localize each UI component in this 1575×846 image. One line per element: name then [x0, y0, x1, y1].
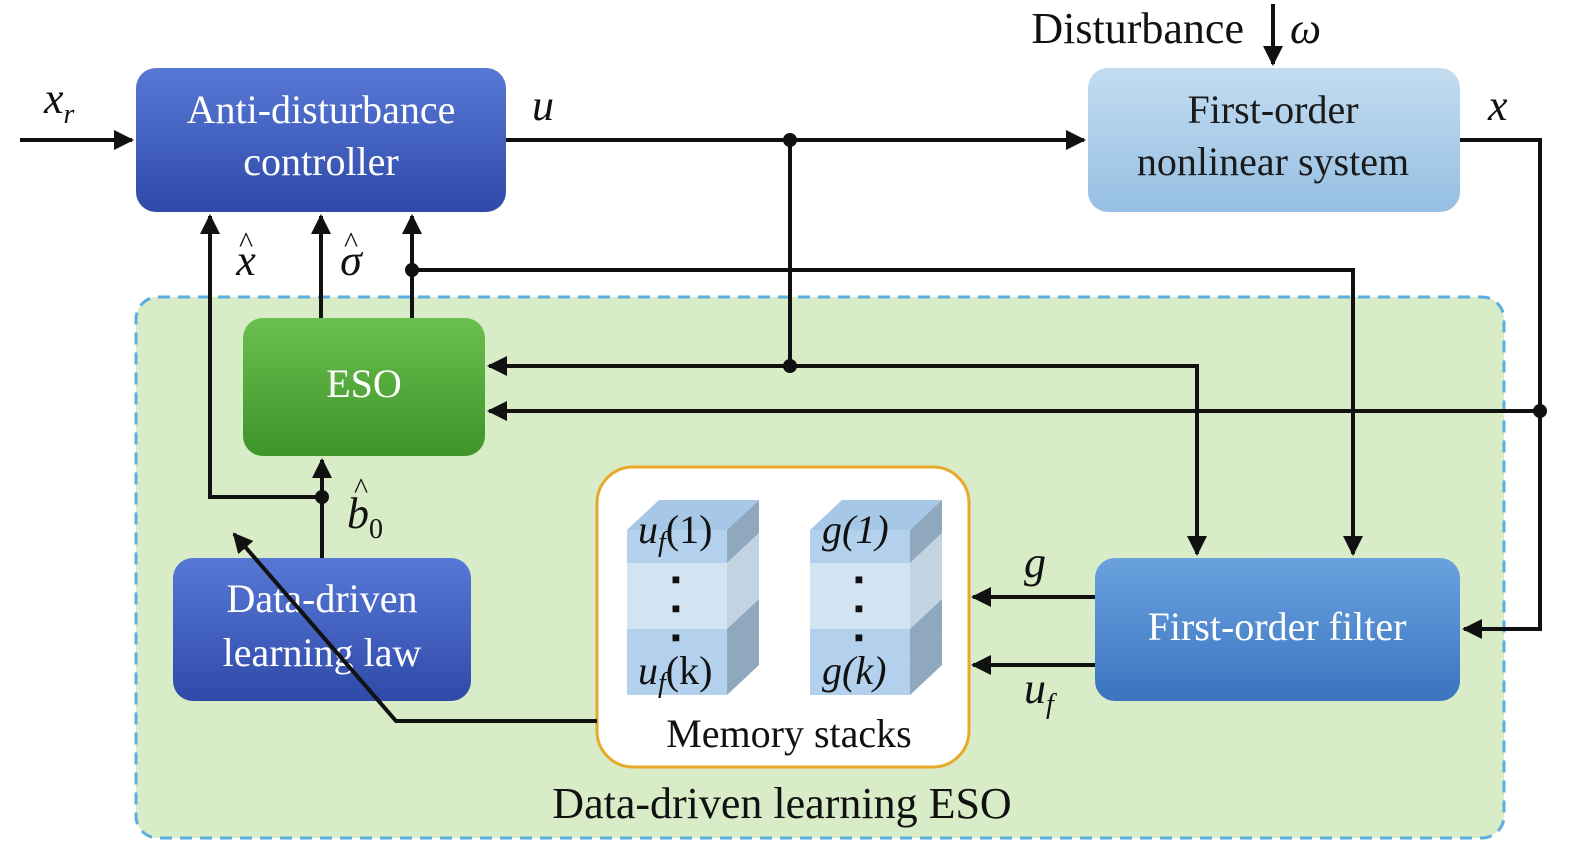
- filter-block[interactable]: [1095, 558, 1460, 701]
- wire-memory-to-law: [232, 532, 597, 723]
- wire-eso-to-filter: [412, 268, 1363, 556]
- junction-x: [1533, 404, 1547, 418]
- b0hat-label: b0: [347, 489, 383, 545]
- g-top-entry: g(1): [822, 507, 889, 552]
- g-label: g: [1024, 538, 1046, 587]
- filter-label: First-order filter: [1148, 604, 1407, 649]
- eso-label: ESO: [326, 361, 402, 406]
- region-title: Data-driven learning ESO: [552, 779, 1011, 828]
- junction-eso-filter: [405, 263, 419, 277]
- wire-x-output: [1460, 138, 1542, 639]
- uf-top-entry: uf(1): [638, 507, 712, 558]
- junction-b0: [315, 490, 329, 504]
- xhat-label: x: [235, 236, 256, 285]
- uf-label: uf: [1024, 664, 1057, 720]
- g-dot-2: ■: [855, 602, 863, 617]
- g-bottom-entry: g(k): [822, 648, 886, 693]
- b0hat-hat: ^: [354, 472, 368, 505]
- junction-u-eso: [783, 359, 797, 373]
- uf-dot-1: ■: [672, 573, 680, 588]
- learning-law-line1: Data-driven: [226, 576, 417, 621]
- eso-block[interactable]: [243, 318, 485, 456]
- wire-u-to-filter: [790, 364, 1207, 556]
- omega-label: ω: [1290, 4, 1321, 53]
- disturbance-label: Disturbance: [1031, 4, 1244, 53]
- g-dot-3: ■: [855, 631, 863, 646]
- controller-label-line2: controller: [243, 139, 399, 184]
- controller-block[interactable]: [136, 68, 506, 212]
- plant-label-line2: nonlinear system: [1137, 139, 1409, 184]
- xhat-hat: ^: [239, 226, 253, 259]
- uf-dot-3: ■: [672, 631, 680, 646]
- u-label: u: [532, 81, 554, 130]
- uf-memory-stack: [627, 500, 759, 695]
- wire-xhat: [200, 214, 322, 499]
- uf-dot-2: ■: [672, 602, 680, 617]
- xr-label: xr: [43, 74, 75, 130]
- junction-u: [783, 133, 797, 147]
- sigmahat-hat: ^: [344, 226, 358, 259]
- x-label: x: [1487, 81, 1508, 130]
- g-dot-1: ■: [855, 573, 863, 588]
- sigmahat-label: σ: [340, 236, 364, 285]
- uf-bottom-entry: uf(k): [638, 648, 712, 699]
- g-memory-stack: [810, 500, 942, 695]
- controller-label-line1: Anti-disturbance: [187, 87, 456, 132]
- memory-stacks-label: Memory stacks: [666, 711, 912, 756]
- learning-law-block[interactable]: [173, 558, 471, 701]
- plant-block[interactable]: [1088, 68, 1460, 212]
- plant-label-line1: First-order: [1187, 87, 1358, 132]
